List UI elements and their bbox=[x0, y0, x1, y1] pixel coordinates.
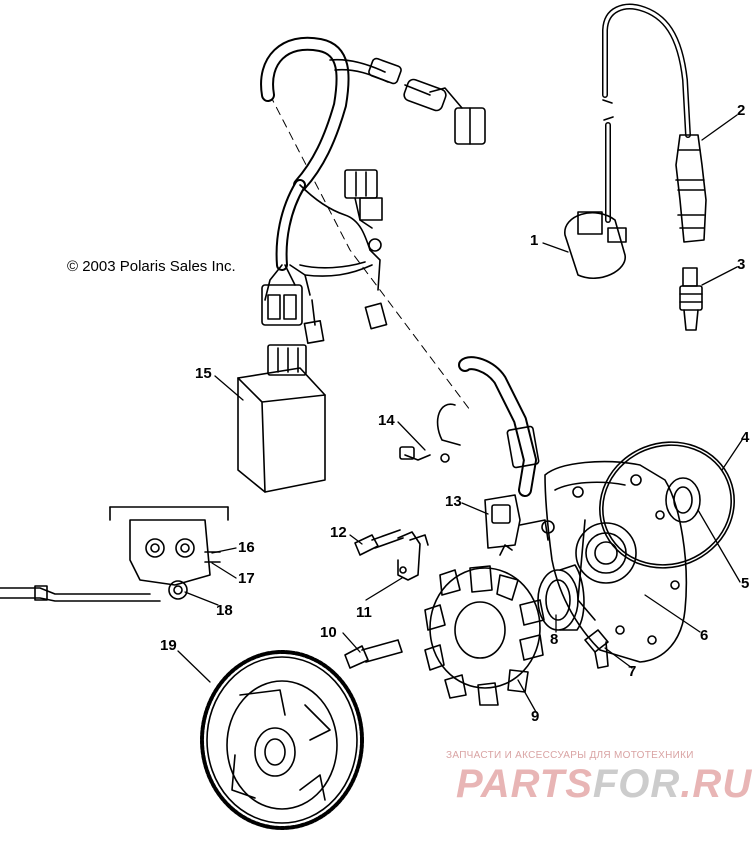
callout-6: 6 bbox=[700, 627, 709, 644]
fasteners bbox=[344, 529, 609, 669]
callout-1: 1 bbox=[530, 232, 539, 249]
callout-5: 5 bbox=[741, 575, 750, 592]
callout-12: 12 bbox=[330, 524, 347, 541]
watermark-tagline: ЗАПЧАСТИ И АКСЕССУАРЫ ДЛЯ МОТОТЕХНИКИ bbox=[446, 750, 694, 761]
callout-8: 8 bbox=[550, 631, 559, 648]
ignition-lead bbox=[564, 3, 707, 331]
wiring-harness bbox=[260, 36, 486, 345]
leader-lines bbox=[177, 114, 743, 713]
callout-17: 17 bbox=[238, 570, 255, 587]
callout-11: 11 bbox=[356, 604, 372, 621]
callout-13: 13 bbox=[445, 493, 462, 510]
callout-15: 15 bbox=[195, 365, 212, 382]
callout-16: 16 bbox=[238, 539, 255, 556]
bearing bbox=[537, 564, 585, 631]
callout-3: 3 bbox=[737, 256, 746, 273]
watermark-logo: PARTSFOR.RU bbox=[456, 764, 752, 804]
stator bbox=[424, 544, 545, 706]
assembly-dash-line bbox=[269, 94, 471, 411]
regulator bbox=[0, 506, 229, 602]
stator-housing bbox=[544, 460, 688, 663]
copyright-notice: © 2003 Polaris Sales Inc. bbox=[67, 258, 236, 275]
watermark-logo-part2: FOR bbox=[592, 762, 681, 806]
callout-10: 10 bbox=[320, 624, 337, 641]
coil-body bbox=[564, 211, 626, 280]
watermark-logo-part1: PARTS bbox=[456, 762, 593, 806]
callout-7: 7 bbox=[628, 663, 637, 680]
callout-2: 2 bbox=[737, 102, 746, 119]
callout-9: 9 bbox=[531, 708, 540, 725]
cdi-module bbox=[237, 344, 326, 493]
stator-lead bbox=[399, 356, 555, 549]
callout-4: 4 bbox=[741, 429, 750, 446]
flywheel bbox=[200, 650, 364, 830]
callout-18: 18 bbox=[216, 602, 233, 619]
callout-14: 14 bbox=[378, 412, 395, 429]
watermark-logo-part3: .RU bbox=[680, 762, 753, 806]
callout-19: 19 bbox=[160, 637, 177, 654]
o-ring-and-seal bbox=[599, 441, 735, 569]
